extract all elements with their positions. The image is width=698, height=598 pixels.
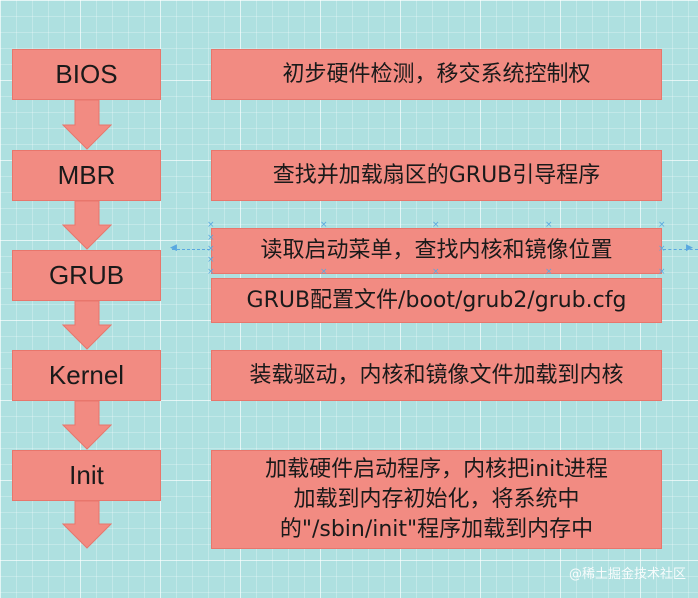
selection-handle-icon[interactable]: ×: [545, 220, 553, 230]
selection-handle-icon[interactable]: ×: [320, 267, 328, 277]
stage-mbr: MBR: [12, 150, 161, 201]
guide-arrow-right-icon: ▶: [686, 243, 693, 253]
alignment-guide-left: [172, 249, 210, 250]
down-arrow-icon: [62, 401, 112, 450]
down-arrow-icon: [62, 501, 112, 549]
description-text: 查找并加载扇区的GRUB引导程序: [272, 162, 601, 188]
alignment-guide-right: [663, 249, 698, 250]
stage-bios: BIOS: [12, 49, 161, 100]
stage-label: MBR: [57, 160, 116, 190]
selection-handle-icon[interactable]: ×: [207, 244, 215, 254]
selection-handle-icon[interactable]: ×: [658, 267, 666, 277]
description-kernel: 装载驱动，内核和镜像文件加载到内核: [211, 350, 662, 401]
stage-kernel: Kernel: [12, 350, 161, 401]
guide-arrow-left-icon: ◀: [170, 243, 177, 253]
down-arrow-icon: [62, 301, 112, 350]
selection-handle-icon[interactable]: ×: [658, 220, 666, 230]
stage-label: BIOS: [55, 59, 118, 89]
description-grub-menu[interactable]: 读取启动菜单，查找内核和镜像位置: [211, 228, 662, 274]
description-text: 读取启动菜单，查找内核和镜像位置: [260, 238, 613, 263]
description-bios: 初步硬件检测，移交系统控制权: [211, 49, 662, 100]
stage-label: Kernel: [48, 360, 125, 390]
selection-handle-icon[interactable]: ×: [207, 267, 215, 277]
description-text: 装载驱动，内核和镜像文件加载到内核: [249, 362, 624, 388]
down-arrow-icon: [62, 100, 112, 150]
selection-handle-icon[interactable]: ×: [432, 267, 440, 277]
watermark: @稀土掘金技术社区: [568, 567, 686, 582]
description-line: 加载到内存初始化，将系统中: [293, 486, 580, 512]
selection-handle-icon[interactable]: ×: [545, 267, 553, 277]
description-text: GRUB配置文件/boot/grub2/grub.cfg: [246, 287, 627, 313]
description-init: 加载硬件启动程序，内核把init进程 加载到内存初始化，将系统中 的"/sbin…: [211, 450, 662, 549]
selection-handle-icon[interactable]: ×: [207, 233, 215, 243]
description-text: 初步硬件检测，移交系统控制权: [282, 61, 591, 87]
selection-handle-icon[interactable]: ×: [207, 220, 215, 230]
selection-handle-icon[interactable]: ×: [320, 220, 328, 230]
description-mbr: 查找并加载扇区的GRUB引导程序: [211, 150, 662, 201]
description-line: 的"/sbin/init"程序加载到内存中: [279, 516, 594, 542]
stage-label: Init: [69, 460, 104, 490]
stage-grub: GRUB: [12, 250, 161, 301]
selection-handle-icon[interactable]: ×: [658, 244, 666, 254]
description-line: 加载硬件启动程序，内核把init进程: [265, 456, 608, 482]
stage-init: Init: [12, 450, 161, 501]
selection-handle-icon[interactable]: ×: [207, 255, 215, 265]
stage-label: GRUB: [48, 260, 125, 290]
down-arrow-icon: [62, 201, 112, 250]
description-grub-config: GRUB配置文件/boot/grub2/grub.cfg: [211, 278, 662, 323]
selection-handle-icon[interactable]: ×: [432, 220, 440, 230]
